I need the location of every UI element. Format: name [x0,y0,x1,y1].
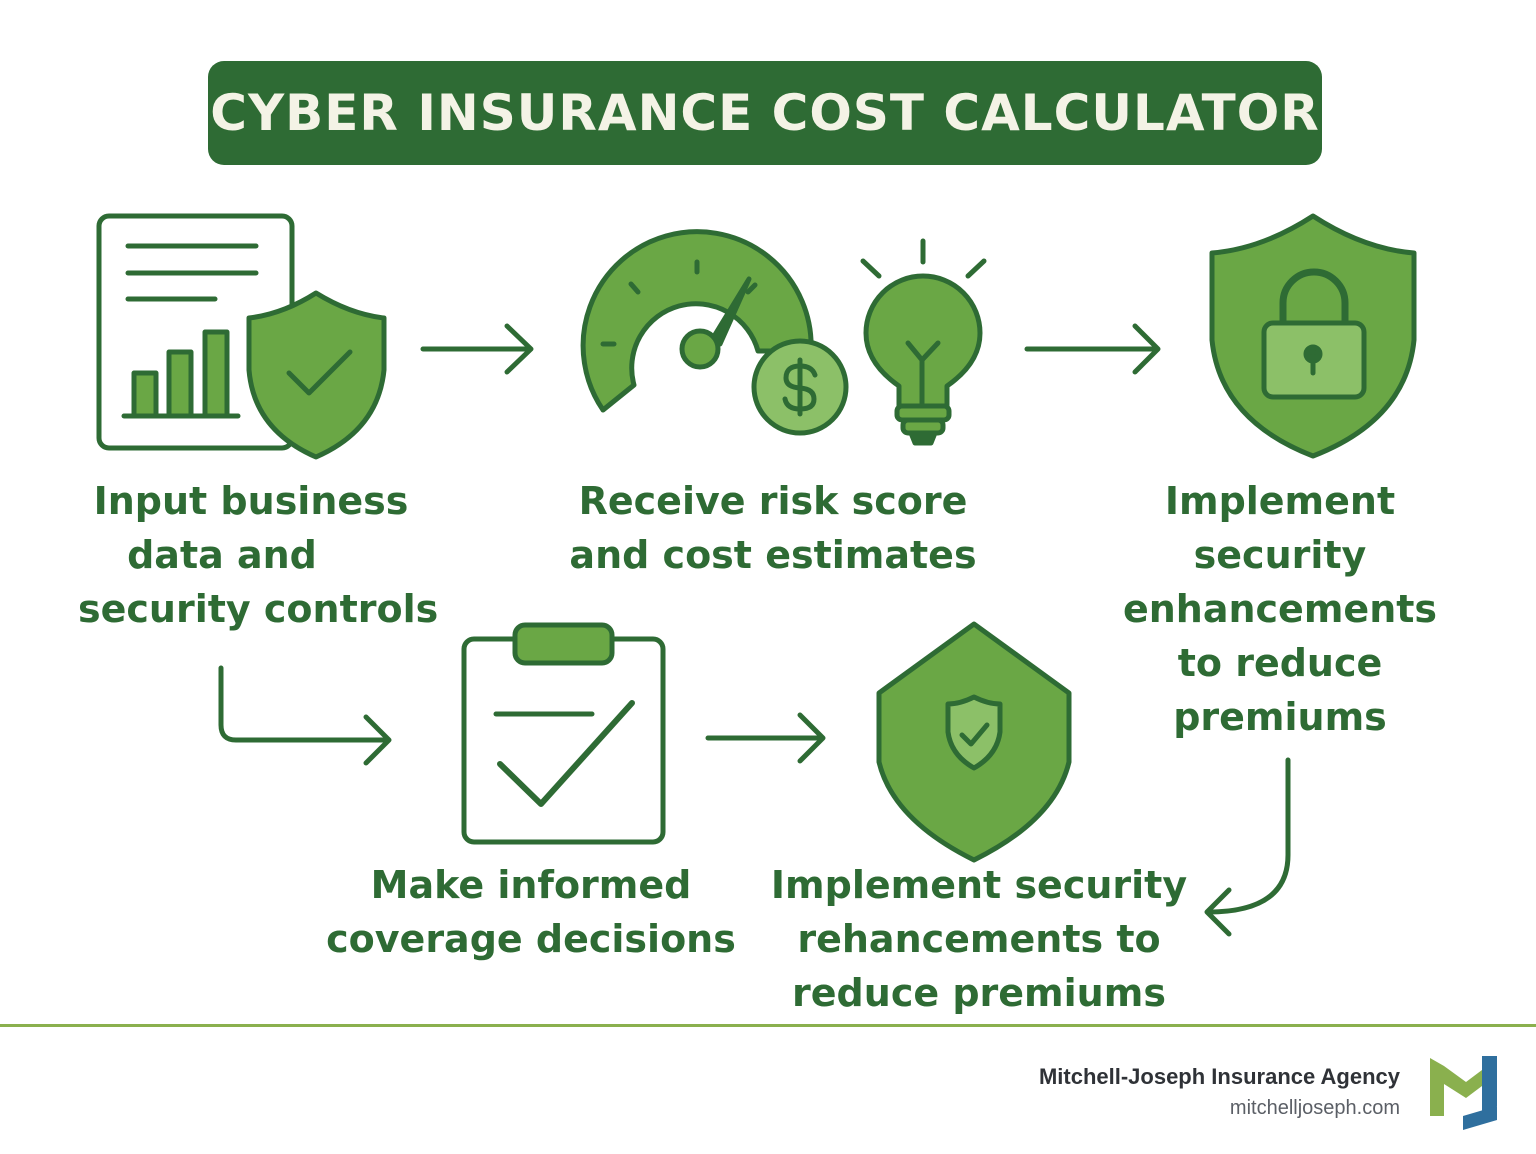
arrow-step3-to-step5 [1204,757,1291,937]
agency-url[interactable]: mitchelljoseph.com [1229,1097,1400,1119]
step-5-line-1: Implement security [770,863,1188,907]
footer-divider [0,1024,1536,1027]
step-3-line-3: enhancements [1122,587,1438,631]
clipboard-check-icon [461,622,666,845]
arrow-step1-to-step4 [218,665,392,766]
arrow-step2-to-step3 [1024,323,1161,375]
step-3-label: Implement security enhancements to reduc… [1120,474,1440,744]
step-3-line-2: security [1193,533,1367,577]
page-title: CYBER INSURANCE COST CALCULATOR [210,84,1320,142]
step-5-line-2: rehancements to [797,917,1161,961]
title-banner: CYBER INSURANCE COST CALCULATOR [208,61,1322,165]
arrow-step4-to-step5 [705,712,826,764]
step-1-line-3: security controls [78,587,439,631]
step-3-line-1: Implement [1164,479,1396,523]
step-2-line-1: Receive risk score [578,479,968,523]
step-1-line-1: Input business [93,479,409,523]
shield-check-icon [876,621,1072,863]
step-4-label: Make informed coverage decisions [322,858,740,966]
step-3-line-4: to reduce [1177,641,1383,685]
agency-name: Mitchell-Joseph Insurance Agency [1038,1064,1400,1089]
arrow-step1-to-step2 [420,323,534,375]
mj-logo [1430,1056,1497,1130]
step-1-line-2: data and [127,533,317,577]
step-4-line-1: Make informed [370,863,692,907]
gauge-dollar-icon [580,229,849,436]
step-4-line-2: coverage decisions [326,917,736,961]
step-5-label: Implement security rehancements to reduc… [770,858,1188,1020]
step-3-line-5: premiums [1173,695,1387,739]
lightbulb-icon [860,238,987,446]
step-2-label: Receive risk score and cost estimates [566,474,980,582]
step-1-label: Input business data and security control… [78,474,439,636]
document-chart-shield-icon [96,213,387,460]
step-2-line-2: and cost estimates [569,533,977,577]
shield-lock-icon [1209,213,1417,459]
step-5-line-3: reduce premiums [792,971,1166,1015]
